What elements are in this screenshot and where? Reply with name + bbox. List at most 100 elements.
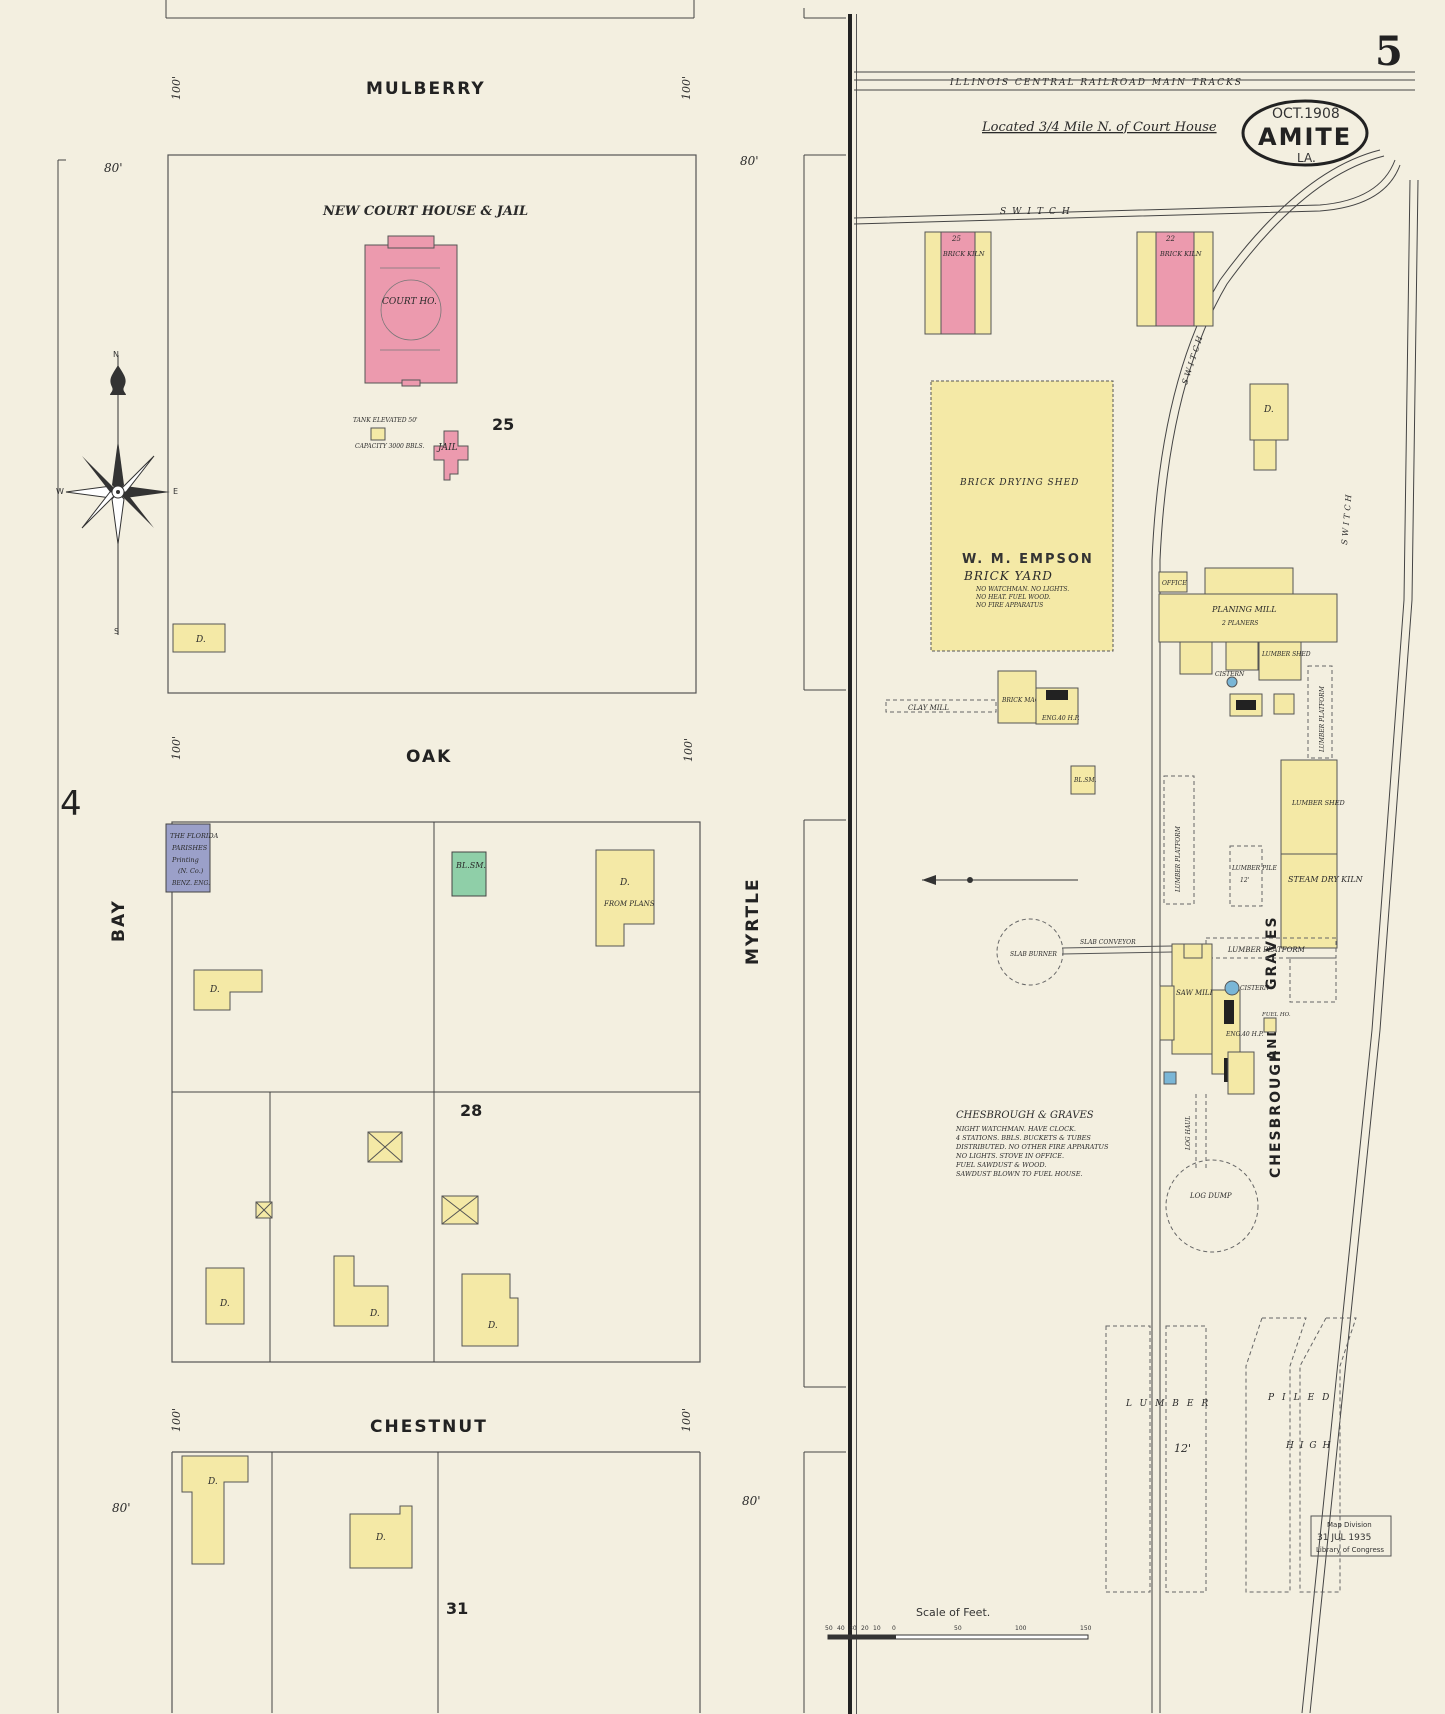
scale-bar-fill — [828, 1635, 896, 1639]
scale-label: Scale of Feet. — [916, 1606, 990, 1619]
blacksmith-shed — [1070, 765, 1096, 795]
mill-note-6: SAWDUST BLOWN TO FUEL HOUSE. — [956, 1170, 1083, 1178]
saw-mill-label: SAW MILL — [1176, 989, 1215, 997]
street-myrtle: MYRTLE — [743, 877, 763, 965]
brick-kiln-b — [1136, 231, 1214, 327]
fuel-ho-label: FUEL HO. — [1261, 1012, 1291, 1018]
mill-note-3: DISTRIBUTED. NO OTHER FIRE APPARATUS — [955, 1143, 1109, 1151]
street-width: 80' — [104, 161, 123, 175]
street-oak: OAK — [406, 747, 452, 767]
lumber-pile — [1229, 845, 1263, 907]
saw-mill-tower — [1183, 943, 1203, 959]
cistern — [1224, 980, 1240, 996]
planing-mill-label: PLANING MILL — [1211, 605, 1277, 614]
direction-marker — [967, 877, 973, 883]
slab-conveyor — [1061, 945, 1173, 949]
printing-office-label-4: (N. Co.) — [178, 867, 204, 875]
printing-office — [165, 823, 211, 893]
scale-tick: 150 — [1080, 1625, 1092, 1632]
street-width: 100' — [680, 1408, 693, 1432]
dwelling-wing — [1253, 439, 1277, 471]
log-haul-label: LOG HAUL — [1185, 1116, 1192, 1151]
office — [1158, 571, 1188, 593]
scale-tick: 40 — [837, 1625, 845, 1632]
lumber-shed-label: LUMBER SHED — [1261, 651, 1311, 658]
direction-arrow-head — [922, 875, 936, 885]
dwelling-label: D. — [619, 878, 630, 888]
dwelling — [193, 969, 263, 1011]
block-28-number: 28 — [460, 1101, 482, 1120]
drying-shed-label: BRICK DRYING SHED — [959, 478, 1079, 488]
saw-mill — [1171, 943, 1213, 1055]
stamp-line-1: Map Division — [1327, 1521, 1372, 1529]
state-name: LA. — [1297, 151, 1316, 165]
clay-mill — [885, 699, 997, 713]
lumber-shed-small — [1258, 641, 1302, 681]
street-width: 100' — [680, 76, 693, 100]
street-chestnut: CHESTNUT — [370, 1417, 488, 1437]
brick-kiln-a — [924, 231, 992, 335]
scale-tick: 10 — [873, 1625, 881, 1632]
scale-tick: 50 — [825, 1625, 833, 1632]
compass-south: S — [114, 627, 119, 636]
lumber-pile — [1105, 1325, 1151, 1593]
street-width: 100' — [170, 76, 183, 100]
scale-tick: 100 — [1015, 1625, 1027, 1632]
kiln-a-label: BRICK KILN — [942, 250, 985, 258]
scale-tick: 0 — [892, 1625, 896, 1632]
fuel-house — [1273, 693, 1295, 715]
location-note: Located 3/4 Mile N. of Court House — [981, 120, 1217, 135]
mill-owner: CHESBROUGH & GRAVES — [956, 1110, 1094, 1121]
lumber-pile — [1165, 1325, 1207, 1593]
dwelling-label: D. — [1263, 405, 1274, 415]
brickyard-note-2: NO HEAT. FUEL WOOD. — [975, 594, 1051, 601]
lumber-pile-label: LUMBER PILE — [1231, 865, 1277, 872]
street-width: 100' — [170, 736, 183, 760]
water-tank — [370, 427, 386, 441]
scale-tick: 30 — [849, 1625, 857, 1632]
street-and: AND — [1265, 1025, 1279, 1060]
town-name: AMITE — [1258, 123, 1352, 151]
dwelling — [181, 1455, 249, 1565]
printing-office-label-1: THE FLORIDA — [170, 832, 219, 840]
lumber-platform-label: LUMBER PLATFORM — [1227, 946, 1306, 954]
dwelling — [349, 1505, 413, 1569]
mill-note-5: FUEL SAWDUST & WOOD. — [955, 1161, 1046, 1169]
fuel-house — [1227, 1051, 1255, 1095]
court-house-title: NEW COURT HOUSE & JAIL — [322, 204, 528, 219]
engine-label: ENG.40 H.P. — [1225, 1031, 1264, 1038]
lumber-platform-label: LUMBER PLATFORM — [1319, 685, 1326, 753]
town-cartouche — [1241, 99, 1369, 167]
piled-word-height: 12' — [1174, 1442, 1191, 1455]
block-31-number: 31 — [446, 1599, 468, 1618]
kiln-b-height: 22 — [1165, 235, 1175, 243]
engine-room — [1225, 641, 1259, 671]
court-house-building — [364, 235, 458, 387]
compass-west: W — [56, 487, 64, 496]
east-switch-track — [1301, 179, 1411, 1714]
brick-drying-shed — [930, 380, 1114, 652]
lumber-platform-ext — [1289, 957, 1337, 1003]
steam-dry-kiln — [1280, 853, 1338, 949]
sheet-divider-thin — [856, 14, 857, 1714]
dwelling-label: D. — [369, 1309, 380, 1319]
slab-burner-label: SLAB BURNER — [1010, 951, 1057, 958]
mill-switch-track — [1159, 155, 1385, 1713]
block-25-outline — [167, 154, 697, 694]
lumber-shed-label: LUMBER SHED — [1291, 799, 1345, 807]
office-label: OFFICE — [1162, 580, 1187, 587]
printing-office-label-3: Printing — [171, 856, 199, 864]
scale-tick: 20 — [861, 1625, 869, 1632]
bl-sm-label: BL.SM. — [1073, 777, 1097, 784]
blacksmith-label: BL.SM. — [455, 861, 486, 870]
brickyard-label: BRICK YARD — [963, 569, 1053, 583]
planing-mill — [1158, 593, 1338, 643]
brickyard-owner: W. M. EMPSON — [962, 552, 1094, 567]
engine-label: ENG.40 H.P. — [1041, 715, 1080, 722]
log-dump-label: LOG DUMP — [1189, 1192, 1232, 1200]
sheet-date: OCT.1908 — [1272, 106, 1340, 122]
cistern-label: CISTERN — [1240, 985, 1270, 992]
dwelling-label: D. — [207, 1477, 218, 1487]
clay-mill-label: CLAY MILL — [908, 704, 949, 712]
compass-north: N — [113, 350, 119, 359]
